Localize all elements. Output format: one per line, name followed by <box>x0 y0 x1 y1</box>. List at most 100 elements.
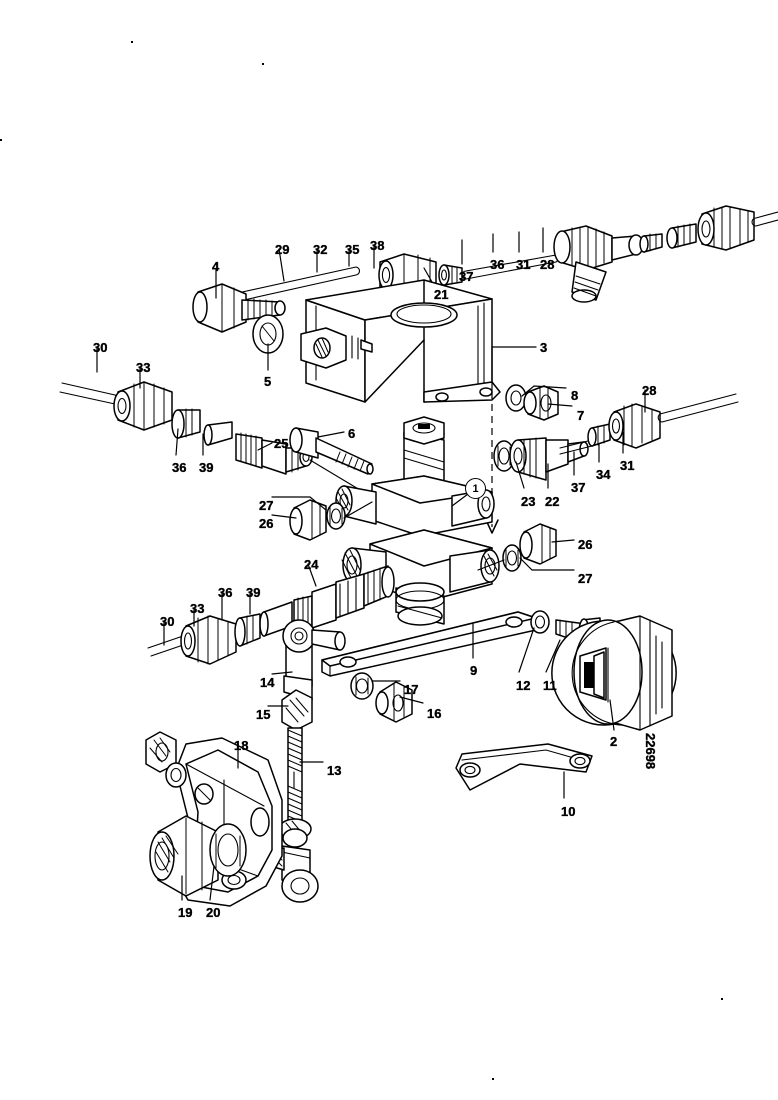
part-24-pipe-union <box>293 565 395 633</box>
leader-line-7 <box>547 403 573 407</box>
part-15-lock-nut-lower <box>278 818 312 848</box>
leader-line-8 <box>521 385 567 397</box>
part-35-ferrule <box>438 264 463 286</box>
part-3-mounting-bracket <box>300 279 501 534</box>
leader-line-6 <box>317 431 345 438</box>
part-39-nipple-left <box>203 421 233 446</box>
callout-23: 23 <box>521 494 536 509</box>
callout-7: 7 <box>577 408 585 423</box>
part-7-nut-right <box>523 385 559 421</box>
part-23-sealing-ring <box>493 440 515 472</box>
leader-line-27b <box>519 557 575 571</box>
callout-12: 12 <box>516 678 531 693</box>
callout-5: 5 <box>264 374 272 389</box>
part-34-ferrule-right <box>587 423 611 447</box>
part-25-pipe-union <box>235 432 361 491</box>
callout-27: 27 <box>259 498 274 513</box>
callout-11: 11 <box>543 678 557 693</box>
callout-14: 14 <box>260 675 275 690</box>
part-26-plug-left <box>289 499 327 541</box>
leader-line-23 <box>515 461 525 489</box>
speckle-3 <box>721 998 723 1000</box>
callout-36: 36 <box>172 460 187 475</box>
callout-26: 26 <box>259 516 274 531</box>
part-22-union-fitting <box>509 437 589 481</box>
callout-29: 29 <box>275 242 290 257</box>
callout-28: 28 <box>540 257 555 272</box>
callout-10: 10 <box>561 804 576 819</box>
part-17-washer-mid <box>350 672 374 700</box>
part-31-union-nut <box>697 205 755 251</box>
callout-15: 15 <box>256 707 271 722</box>
speckle-0 <box>131 41 133 43</box>
part-37-nipple-right <box>559 439 593 455</box>
leader-line-14 <box>271 671 293 675</box>
part-14-rod-end-lower <box>269 845 319 903</box>
part-36-sleeve-lower-left <box>234 613 261 647</box>
callout-31: 31 <box>516 257 531 272</box>
callout-30b: 30 <box>160 614 175 629</box>
part-5-washer <box>252 314 284 354</box>
callout-18: 18 <box>234 738 249 753</box>
callout-36b: 36 <box>490 257 505 272</box>
part-8-washer-right <box>505 384 527 412</box>
callout-9: 9 <box>470 663 478 678</box>
part-28-brake-pipe-right <box>657 393 739 423</box>
part-38-short-pipe <box>461 254 559 280</box>
part-19-large-hex-nut <box>149 815 219 897</box>
leader-line-36 <box>175 428 179 456</box>
leader-line-26 <box>271 514 297 519</box>
callout-27b: 27 <box>578 571 593 586</box>
callout-38: 38 <box>370 238 385 253</box>
part-36-sleeve-left <box>171 408 201 439</box>
part-33-union-nut-lower-left <box>180 615 237 665</box>
leader-line-21 <box>423 267 433 283</box>
part-21-tee-fitting <box>553 225 644 303</box>
part-12-washer-booster <box>530 610 550 634</box>
drawing-number: 22698 <box>643 733 658 770</box>
callout-39b: 39 <box>246 585 261 600</box>
leader-line-27 <box>271 496 327 511</box>
leader-line-25 <box>257 442 273 451</box>
callout-26b: 26 <box>578 537 593 552</box>
part-28-brake-pipe <box>751 211 778 227</box>
callout-leader-lines <box>96 227 646 901</box>
callout-35: 35 <box>345 242 360 257</box>
callout-34: 34 <box>596 467 611 482</box>
part-17-washer-bracket <box>165 762 187 788</box>
part-27-washer-right <box>502 544 522 572</box>
leader-line-12 <box>518 627 535 673</box>
callout-33b: 33 <box>190 601 205 616</box>
callout-19: 19 <box>178 905 193 920</box>
leader-line-2 <box>609 699 615 731</box>
callout-3: 3 <box>540 340 548 355</box>
part-4-hex-bolt <box>192 283 286 333</box>
part-33-union-nut-left <box>113 381 173 431</box>
callout-36c: 36 <box>218 585 233 600</box>
callout-37: 37 <box>459 269 474 284</box>
part-37-nipple <box>639 233 663 253</box>
callout-25: 25 <box>274 436 289 451</box>
callout-31b: 31 <box>620 458 635 473</box>
callout-20: 20 <box>206 905 221 920</box>
leader-line-3 <box>491 346 537 393</box>
leader-line-20 <box>209 865 215 901</box>
callout-21: 21 <box>434 287 449 302</box>
leader-line-11 <box>545 639 561 673</box>
leader-line-16 <box>399 696 424 704</box>
callout-1: 1 <box>465 478 486 499</box>
part-2-booster-unit <box>551 615 677 731</box>
part-1-valve-body <box>335 416 500 626</box>
leader-line-29 <box>278 248 285 282</box>
leader-line-26b <box>551 539 575 543</box>
callout-33: 33 <box>136 360 151 375</box>
callout-24: 24 <box>304 557 319 572</box>
callout-37b: 37 <box>571 480 586 495</box>
callout-32: 32 <box>313 242 328 257</box>
callout-39: 39 <box>199 460 214 475</box>
callout-22: 22 <box>545 494 560 509</box>
part-15-lock-nut-upper <box>281 689 313 731</box>
part-6-cap-screw <box>289 427 374 475</box>
